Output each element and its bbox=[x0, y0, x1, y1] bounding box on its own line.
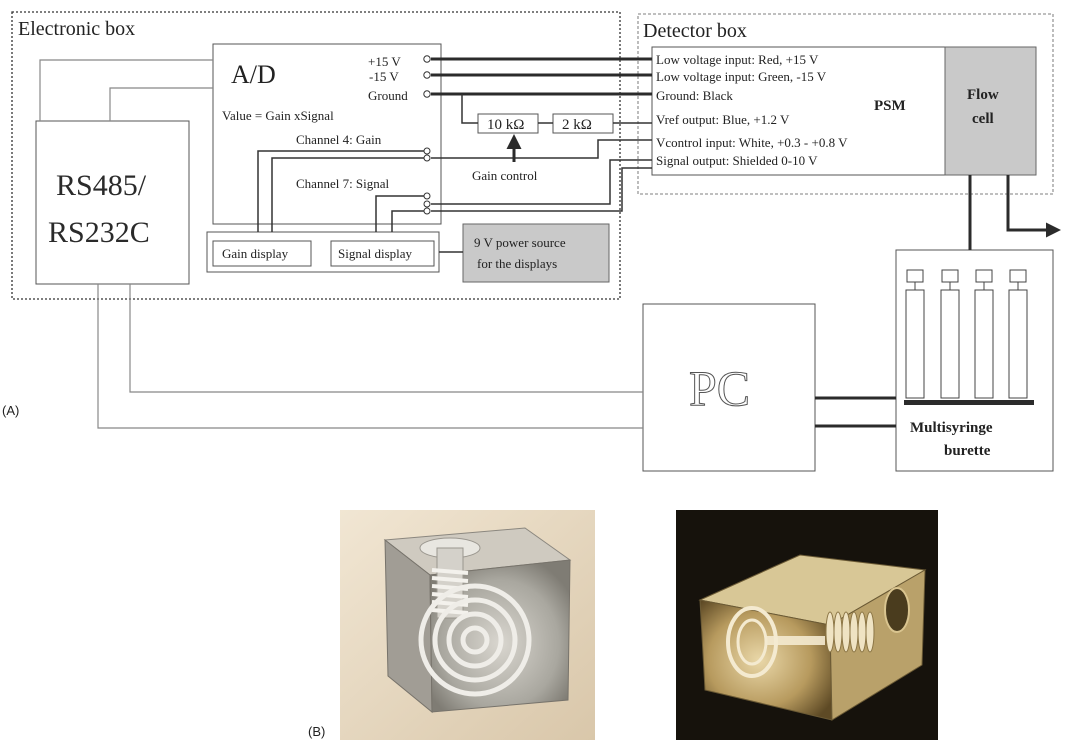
burette-line2: burette bbox=[944, 443, 991, 459]
wire-ground-resistor bbox=[461, 94, 478, 124]
syringe-body bbox=[1008, 289, 1028, 399]
rs232-label: RS232C bbox=[48, 216, 150, 249]
terminal-plus15: +15 V bbox=[368, 54, 401, 69]
gain-display-label: Gain display bbox=[222, 246, 289, 261]
terminal-ground: Ground bbox=[368, 88, 408, 103]
detector-box-frame bbox=[637, 13, 1054, 195]
resistor-2k-label: 2 kΩ bbox=[562, 117, 592, 133]
syringe-body bbox=[905, 289, 925, 399]
flow-cell-line2: cell bbox=[972, 111, 994, 127]
wire-vcontrol bbox=[431, 139, 652, 159]
syringe-body bbox=[974, 289, 994, 399]
psm-input-3: Ground: Black bbox=[656, 88, 733, 103]
ad-label: A/D bbox=[231, 60, 276, 89]
panel-b-label: (B) bbox=[308, 724, 325, 739]
syringe-group bbox=[904, 269, 1034, 405]
power-source-line1: 9 V power source bbox=[474, 235, 566, 250]
psm-label: PSM bbox=[874, 98, 906, 114]
thread-ring bbox=[833, 611, 843, 653]
channel7-label: Channel 7: Signal bbox=[296, 176, 390, 191]
psm-input-6: Signal output: Shielded 0-10 V bbox=[656, 153, 818, 168]
rs485-label: RS485/ bbox=[56, 169, 147, 202]
wire-flowcell-out bbox=[1006, 175, 1061, 238]
wire-rs-top2 bbox=[109, 87, 213, 121]
pc-box bbox=[642, 303, 816, 472]
wire-rs-pc2 bbox=[97, 284, 643, 429]
wire-gain-display2 bbox=[271, 157, 424, 232]
thread-ring bbox=[849, 611, 859, 653]
signal-display-label: Signal display bbox=[338, 246, 413, 261]
psm-box bbox=[651, 46, 946, 176]
channel7-pin-b bbox=[423, 200, 431, 208]
terminal-plus15-pin bbox=[423, 55, 431, 63]
electronic-box-frame bbox=[11, 11, 621, 300]
psm-input-2: Low voltage input: Green, -15 V bbox=[656, 69, 827, 84]
panel-a-label: (A) bbox=[2, 403, 19, 418]
ad-box bbox=[212, 43, 442, 225]
flow-cell-line1: Flow bbox=[967, 87, 999, 103]
syringe-body bbox=[940, 289, 960, 399]
pc-label: PC bbox=[689, 360, 750, 416]
gain-display bbox=[212, 240, 312, 267]
thread-ring bbox=[825, 611, 835, 653]
rs485-box bbox=[35, 120, 190, 285]
wire-signal-display bbox=[375, 195, 424, 232]
flow-cell-photo-left bbox=[340, 510, 595, 740]
channel7-pin-a bbox=[423, 192, 431, 200]
wire-signal bbox=[431, 159, 652, 205]
detector-box-title: Detector box bbox=[643, 20, 747, 42]
syringe-cap bbox=[941, 269, 959, 283]
burette-bar bbox=[904, 400, 1034, 405]
power-source-line2: for the displays bbox=[477, 256, 557, 271]
gain-control-label: Gain control bbox=[472, 168, 538, 183]
electronic-box-title: Electronic box bbox=[18, 18, 135, 40]
channel4-label: Channel 4: Gain bbox=[296, 132, 382, 147]
thread-ring bbox=[841, 611, 851, 653]
psm-input-1: Low voltage input: Red, +15 V bbox=[656, 52, 819, 67]
terminal-minus15-pin bbox=[423, 71, 431, 79]
channel7-pin-c bbox=[423, 207, 431, 215]
terminal-ground-pin bbox=[423, 90, 431, 98]
thread-ring bbox=[857, 611, 867, 653]
thread-line bbox=[431, 592, 469, 599]
thread-ring bbox=[865, 611, 875, 653]
wire-signal-display2 bbox=[391, 210, 424, 232]
power-source-box bbox=[462, 223, 610, 283]
flow-cell-photo-right bbox=[676, 510, 938, 740]
signal-display bbox=[330, 240, 435, 267]
syringe-cap bbox=[1009, 269, 1027, 283]
wire-signal2 bbox=[431, 167, 652, 212]
wire-rs-pc1 bbox=[129, 284, 643, 393]
thread-line bbox=[431, 576, 469, 583]
ad-formula: Value = Gain xSignal bbox=[222, 108, 334, 123]
channel4-pin-a bbox=[423, 147, 431, 155]
channel4-pin-b bbox=[423, 154, 431, 162]
wire-gain-display bbox=[257, 150, 424, 232]
terminal-minus15: -15 V bbox=[369, 69, 399, 84]
burette-line1: Multisyringe bbox=[910, 420, 993, 436]
psm-input-5: Vcontrol input: White, +0.3 - +0.8 V bbox=[656, 135, 848, 150]
flow-cell-box bbox=[944, 46, 1037, 176]
thread-line bbox=[431, 568, 469, 575]
wire-rs-top bbox=[39, 59, 213, 121]
psm-input-4: Vref output: Blue, +1.2 V bbox=[656, 112, 790, 127]
syringe-cap bbox=[975, 269, 993, 283]
resistor-10k-label: 10 kΩ bbox=[487, 117, 524, 133]
syringe-cap bbox=[906, 269, 924, 283]
